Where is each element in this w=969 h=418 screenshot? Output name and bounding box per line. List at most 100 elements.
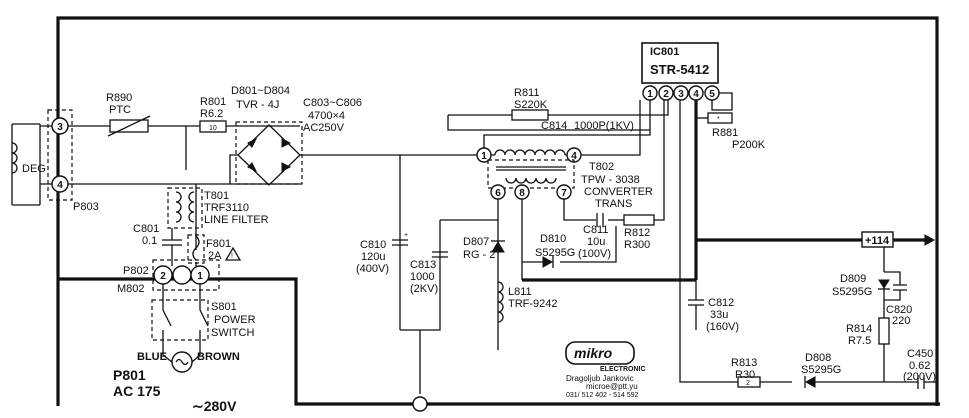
mains-range: ∼280V [192, 398, 237, 414]
c820-value: 220 [892, 315, 910, 327]
c810-capacitor: + C810 120u (400V) [356, 232, 408, 275]
r811-resistor: R811 S220K [511, 87, 549, 121]
t802-transformer: 1 4 6 8 7 T802 TPW - 3038 CONVERTER TRAN… [476, 147, 653, 210]
ac-source: BLUE BROWN P801 AC 175 ∼280V [113, 351, 240, 414]
c813-ref: C813 [410, 259, 436, 271]
c811-rating: (100V) [578, 248, 611, 260]
d810-value: S5295G [535, 247, 575, 259]
degauss-coil: DEG [11, 123, 46, 206]
f801-ref: F801 [206, 238, 231, 250]
svg-text:!: ! [231, 253, 233, 260]
t802-pin-8: 8 [519, 188, 525, 199]
c801-ref: C801 [133, 223, 159, 235]
watermark-email: microe@ptt.yu [586, 382, 638, 391]
t802-ref: T802 [589, 161, 614, 173]
c811-value: 10u [587, 236, 605, 248]
p802-pin-1: 1 [197, 271, 203, 282]
p802-label: P802 [123, 265, 149, 277]
c813-value: 1000 [410, 271, 434, 283]
c812-capacitor: C812 33u (160V) [688, 297, 739, 333]
ic801-pin-3: 3 [678, 89, 684, 100]
s801-desc2: SWITCH [211, 327, 254, 339]
d807-ref: D807 [463, 236, 489, 248]
r814-resistor: R814 R7.5 [846, 317, 890, 347]
p803-pin-4: 4 [57, 180, 63, 191]
c810-ref: C810 [360, 239, 386, 251]
connector-p803: 3 4 P803 [40, 109, 99, 213]
l811-inductor: L811 TRF-9242 [497, 281, 558, 323]
ic801-pin-2: 2 [663, 89, 669, 100]
s801-power-switch: S801 POWER SWITCH [151, 284, 256, 355]
t802-pin-4: 4 [571, 151, 577, 162]
r881-value: P200K [732, 139, 766, 151]
svg-text:*: * [717, 116, 720, 123]
c811-ref: C811 [583, 224, 608, 236]
watermark-phone: 031/ 512 402 - 514 592 [566, 392, 639, 399]
d808-value: S5295G [801, 364, 841, 376]
c803-value: 4700×4 [308, 110, 345, 122]
output-label: +114 [865, 235, 890, 247]
c814-capacitor: C814 1000P(1KV) [541, 120, 634, 132]
ic801-part: STR-5412 [650, 62, 709, 77]
t801-line-filter: T801 TRF3110 LINE FILTER [167, 187, 269, 229]
t802-desc1: CONVERTER [584, 186, 653, 198]
d809-value: S5295G [832, 286, 872, 298]
s801-ref: S801 [211, 301, 237, 313]
mains-brown: BROWN [197, 351, 240, 363]
ic801-ref: IC801 [650, 46, 679, 58]
c814-ref: C814 [541, 120, 567, 132]
ground-terminal [412, 396, 428, 412]
r812-ref: R812 [624, 227, 650, 239]
t802-pin-7: 7 [561, 188, 567, 199]
r811-ref: R811 [514, 87, 539, 99]
d809-diode: D809 S5295G [832, 273, 890, 298]
main-bold-wiring [56, 16, 940, 406]
watermark: mikro ELECTRONIC Dragoljub Jankovic micr… [565, 341, 646, 399]
output-wiring [760, 247, 937, 383]
r881-ref: R881 [712, 127, 738, 139]
c810-value: 120u [361, 251, 385, 263]
r812-value: R300 [624, 239, 650, 251]
primary-wiring [399, 93, 738, 394]
f801-fuse: F801 2A ! [187, 234, 242, 264]
r801-ref: R801 [200, 96, 226, 108]
watermark-author: Dragoljub Jankovic [566, 374, 634, 383]
deg-label: DEG [22, 163, 46, 175]
c812-rating: (160V) [706, 321, 739, 333]
t801-ref: T801 [204, 190, 229, 202]
c801-value: 0.1 [142, 235, 157, 247]
c803-ref: C803~C806 [303, 97, 362, 109]
d810-ref: D810 [540, 233, 566, 245]
d807-diode: D807 RG - 2 [463, 236, 505, 261]
c812-value: 33u [710, 309, 728, 321]
c450-capacitor: C450 0.62 (200V) [903, 348, 936, 389]
r890-value: PTC [109, 104, 131, 116]
r813-marking: 2 [746, 380, 750, 387]
ic801-pin-4: 4 [693, 89, 699, 100]
t801-value: TRF3110 [204, 202, 249, 214]
r811-value: S220K [514, 99, 548, 111]
t802-pin-6: 6 [495, 188, 501, 199]
d801-value: TVR - 4J [236, 99, 279, 111]
r814-value: R7.5 [848, 335, 871, 347]
r801-marking: 10 [209, 125, 217, 132]
r812-resistor: R812 R300 [623, 214, 655, 251]
f801-value: 2A [208, 250, 222, 262]
t802-value: TPW - 3038 [581, 174, 640, 186]
c801-capacitor: C801 0.1 [133, 223, 182, 262]
l811-value: TRF-9242 [508, 298, 558, 310]
p801-label: P801 [113, 367, 146, 383]
c803-rating: AC250V [303, 122, 345, 134]
d810-diode: D810 S5295G [535, 233, 575, 268]
s801-desc1: POWER [214, 314, 256, 326]
d808-ref: D808 [805, 352, 831, 364]
c813-rating: (2KV) [410, 283, 438, 295]
r814-ref: R814 [846, 323, 872, 335]
c820-capacitor: C820 220 [884, 284, 912, 327]
t801-desc: LINE FILTER [204, 214, 269, 226]
c811-capacitor: C811 10u (100V) [578, 213, 611, 260]
t802-desc2: TRANS [595, 198, 632, 210]
d807-value: RG - 2 [463, 249, 495, 261]
c810-rating: (400V) [356, 263, 389, 275]
